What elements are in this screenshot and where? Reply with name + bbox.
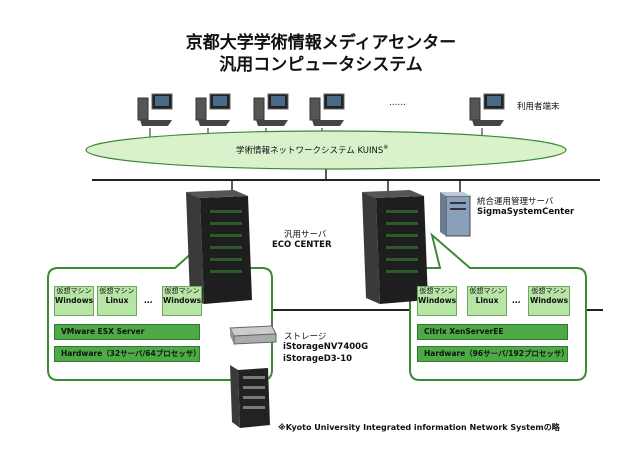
- vm-os: Windows: [163, 296, 202, 305]
- rack-server-icon: [186, 190, 252, 304]
- network-label: 学術情報ネットワークシステム KUINS※: [236, 144, 388, 156]
- footnote: ※Kyoto University Integrated information…: [278, 423, 560, 432]
- management-label: 統合運用管理サーバ: [477, 197, 554, 207]
- storage-rack-icon: [230, 365, 270, 428]
- vm-label: 仮想マシン: [531, 287, 567, 295]
- vm-os: Windows: [529, 296, 569, 305]
- storage-name-1: iStorageNV7400G: [283, 342, 369, 352]
- terminal-icon: [469, 93, 505, 126]
- terminal-icon: [253, 93, 289, 126]
- network-ellipse: [85, 130, 567, 170]
- vm-label: 仮想マシン: [164, 287, 200, 295]
- storage-unit-icon: [229, 325, 277, 345]
- vm-os: Linux: [105, 296, 129, 305]
- network-label-text: 学術情報ネットワークシステム KUINS: [236, 146, 384, 156]
- vm-label: 仮想マシン: [56, 287, 92, 295]
- vm-os: Linux: [475, 296, 499, 305]
- terminal-icon: [195, 93, 231, 126]
- terminal-icon: [309, 93, 345, 126]
- management-server-icon: [440, 192, 471, 237]
- title-line-1: 京都大学学術情報メディアセンター: [185, 33, 457, 53]
- rack-server-icon: [362, 190, 428, 304]
- terminals-ellipsis: ……: [389, 98, 406, 108]
- vm-os: Windows: [418, 296, 457, 305]
- title-line-2: 汎用コンピュータシステム: [219, 55, 423, 75]
- right-hardware-bar: Hardware（96サーバ/192プロセッサ）: [417, 346, 569, 362]
- terminal-icon: [137, 93, 173, 126]
- management-name: SigmaSystemCenter: [477, 207, 575, 217]
- storage-label: ストレージ: [284, 332, 327, 342]
- vm-label: 仮想マシン: [99, 287, 135, 295]
- vm-os: Windows: [55, 296, 94, 305]
- right-vm-ellipsis: …: [512, 296, 521, 306]
- vm-label: 仮想マシン: [419, 287, 455, 295]
- server-name: ECO CENTER: [272, 240, 332, 250]
- storage-name-2: iStorageD3-10: [283, 354, 353, 364]
- left-vm-ellipsis: …: [144, 296, 153, 306]
- vm-label: 仮想マシン: [469, 287, 505, 295]
- server-label: 汎用サーバ: [284, 230, 327, 240]
- terminals-label: 利用者端末: [517, 102, 560, 112]
- left-hardware-bar: Hardware（32サーバ/64プロセッサ）: [54, 346, 201, 362]
- right-software-bar: Citrix XenServerEE: [417, 324, 568, 340]
- left-software-bar: VMware ESX Server: [54, 324, 200, 340]
- network-mark: ※: [383, 144, 389, 152]
